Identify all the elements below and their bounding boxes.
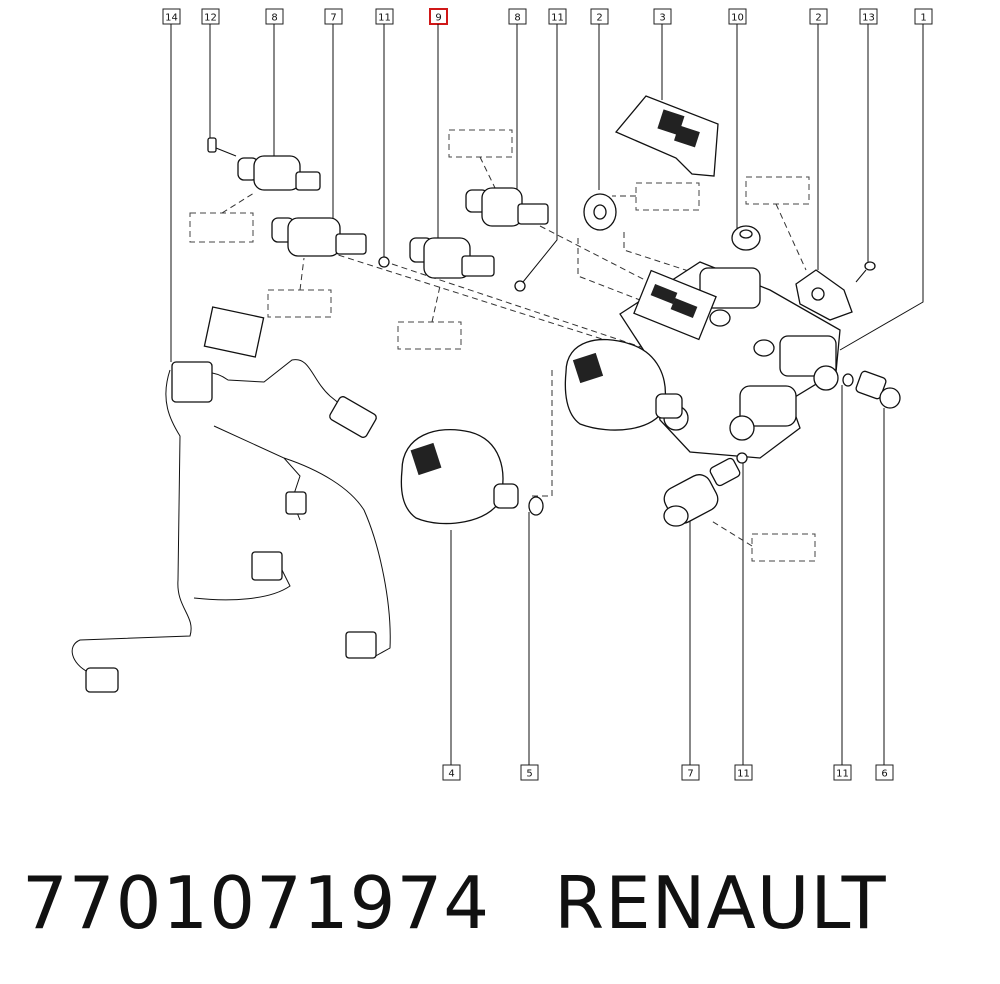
sensor-part-2-right xyxy=(795,269,853,321)
callout-label: 13 xyxy=(862,13,875,24)
callout-1: 1 xyxy=(914,8,933,25)
exploded-parts-diagram: 14 12 8 7 11 9 8 11 2 3 10 2 xyxy=(71,8,933,781)
screw-part-13 xyxy=(855,261,876,283)
callout-label: 4 xyxy=(448,769,454,780)
callout-label: 7 xyxy=(330,13,336,24)
connector-part-6 xyxy=(855,370,901,409)
callout-label: 11 xyxy=(836,769,849,780)
callout-3: 3 xyxy=(653,8,672,25)
callout-10: 10 xyxy=(728,8,747,25)
callout-label: 11 xyxy=(551,13,564,24)
callout-label: 6 xyxy=(881,769,887,780)
callout-label: 9 xyxy=(435,13,441,24)
callout-4: 4 xyxy=(442,764,461,781)
callout-2-right: 2 xyxy=(809,8,828,25)
callout-label: 3 xyxy=(659,13,665,24)
part-number: 7701071974 xyxy=(22,861,491,945)
callout-8-left: 8 xyxy=(265,8,284,25)
wiring-harness-part-14 xyxy=(71,306,391,693)
callout-label: 1 xyxy=(920,13,926,24)
callout-11-top-mid: 11 xyxy=(548,8,567,25)
screw-part-12 xyxy=(207,137,237,157)
accumulator-sphere-rear xyxy=(564,338,683,431)
callout-label: 14 xyxy=(165,13,178,24)
callout-label: 2 xyxy=(596,13,602,24)
footer: 7701071974 RENAULT xyxy=(22,858,982,948)
solenoid-valve-8-right xyxy=(465,187,549,227)
callout-label: 2 xyxy=(815,13,821,24)
leader-lines xyxy=(170,24,924,765)
solenoid-valve-9 xyxy=(409,237,526,292)
callout-label: 11 xyxy=(737,769,750,780)
callout-7-bottom: 7 xyxy=(681,764,700,781)
callout-9-highlighted[interactable]: 9 xyxy=(429,8,448,25)
callout-12: 12 xyxy=(201,8,220,25)
callout-5: 5 xyxy=(520,764,539,781)
callout-label: 8 xyxy=(271,13,277,24)
brand-name: RENAULT xyxy=(554,861,887,945)
o-ring-part-11-right xyxy=(842,373,854,387)
callout-label: 11 xyxy=(378,13,391,24)
solenoid-valve-7-top xyxy=(271,217,390,268)
callout-label: 12 xyxy=(204,13,217,24)
callout-label: 8 xyxy=(514,13,520,24)
callout-13: 13 xyxy=(859,8,878,25)
callout-label: 7 xyxy=(687,769,693,780)
callout-6: 6 xyxy=(875,764,894,781)
callout-7-top: 7 xyxy=(324,8,343,25)
sensor-part-2-left xyxy=(583,193,617,231)
bracket-part-3 xyxy=(614,95,719,177)
callout-11-bottom-right: 11 xyxy=(833,764,852,781)
callout-8-right: 8 xyxy=(508,8,527,25)
accumulator-sphere-part-4 xyxy=(400,428,519,525)
callout-14: 14 xyxy=(162,8,181,25)
callout-2-left: 2 xyxy=(590,8,609,25)
callout-label: 10 xyxy=(731,13,744,24)
solenoid-valve-7-bottom xyxy=(663,452,748,527)
callout-label: 5 xyxy=(526,769,532,780)
callout-11-top-left: 11 xyxy=(375,8,394,25)
solenoid-valve-8-left xyxy=(237,155,321,191)
o-ring-part-5 xyxy=(528,496,544,516)
callout-11-bottom-left: 11 xyxy=(734,764,753,781)
cap-part-10 xyxy=(731,225,761,251)
